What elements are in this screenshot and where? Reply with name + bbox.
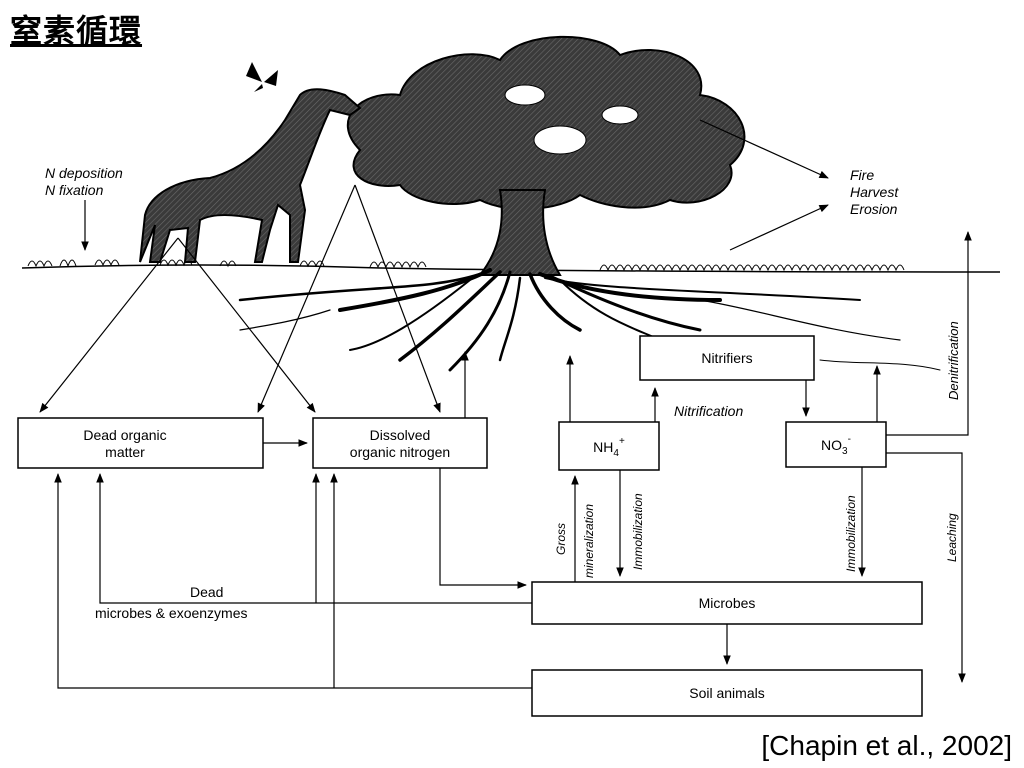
butterfly-icon	[246, 62, 278, 92]
leaching-arrow	[886, 452, 966, 683]
no3-base: NO	[821, 437, 842, 453]
leaching-label: Leaching	[945, 513, 959, 562]
citation: [Chapin et al., 2002]	[761, 730, 1012, 761]
slide-title: 窒素循環	[10, 12, 143, 50]
giraffe-to-dead-om-arrow	[39, 237, 179, 413]
no3-sup: -	[848, 434, 851, 445]
loss-labels: Fire Harvest Erosion	[850, 167, 899, 217]
tree-roots	[238, 268, 941, 372]
gross-label: Gross	[554, 523, 568, 555]
ground-surface	[21, 259, 1001, 273]
nitrifiers-label: Nitrifiers	[701, 350, 752, 366]
giraffe-to-don-arrow	[177, 237, 316, 413]
soil-animals-label: Soil animals	[689, 685, 764, 701]
dead-microbes-to-dead-om-arrow	[96, 473, 532, 604]
erosion-label: Erosion	[850, 201, 898, 217]
harvest-label: Harvest	[850, 184, 899, 200]
tree-to-dead-om-arrow	[257, 184, 356, 413]
loss-arrow-canopy	[699, 119, 829, 179]
svg-text:NH4+: NH4+	[593, 436, 625, 459]
dead-label: Dead	[190, 584, 223, 600]
nh4-box: NH4+	[558, 421, 660, 471]
don-line2: organic nitrogen	[350, 444, 450, 460]
loss-arrow-ground	[729, 204, 829, 251]
dissolved-organic-nitrogen-box: Dissolved organic nitrogen	[312, 417, 488, 469]
denitrification-arrow	[886, 231, 972, 436]
svg-text:NO3-: NO3-	[821, 434, 851, 457]
microbes-exoenzymes-label: microbes & exoenzymes	[95, 605, 248, 621]
nh4-base: NH	[593, 439, 613, 455]
don-to-microbes-arrow	[439, 468, 527, 589]
giraffe-illustration	[139, 88, 362, 263]
tree-to-don-arrow	[354, 184, 441, 413]
microbes-box: Microbes	[531, 581, 923, 625]
nh4-sup: +	[619, 436, 625, 447]
n-fixation-label: N fixation	[45, 182, 104, 198]
flow-arrows	[39, 119, 972, 689]
no3-sub: 3	[842, 446, 848, 457]
fire-label: Fire	[850, 167, 874, 183]
nitrification-label: Nitrification	[674, 403, 743, 419]
dead-organic-matter-line2: matter	[105, 444, 145, 460]
mineralization-label: mineralization	[582, 504, 596, 578]
soil-animals-box: Soil animals	[531, 669, 923, 717]
immobilization-no3-label: Immobilization	[844, 495, 858, 572]
dead-organic-matter-line1: Dead organic	[83, 427, 166, 443]
dead-organic-matter-box: Dead organic matter	[17, 417, 264, 469]
tree-illustration	[346, 35, 746, 276]
denitrification-label: Denitrification	[946, 321, 961, 400]
nh4-sub: 4	[613, 448, 619, 459]
nitrifiers-box: Nitrifiers	[639, 335, 815, 381]
don-line1: Dissolved	[370, 427, 431, 443]
n-deposition-label: N deposition	[45, 165, 123, 181]
immobilization-nh4-label: Immobilization	[631, 493, 645, 570]
no3-box: NO3-	[785, 421, 887, 468]
soil-animals-to-dead-om-arrow	[54, 473, 532, 689]
input-labels: N deposition N fixation	[45, 165, 123, 198]
microbes-label: Microbes	[699, 595, 756, 611]
